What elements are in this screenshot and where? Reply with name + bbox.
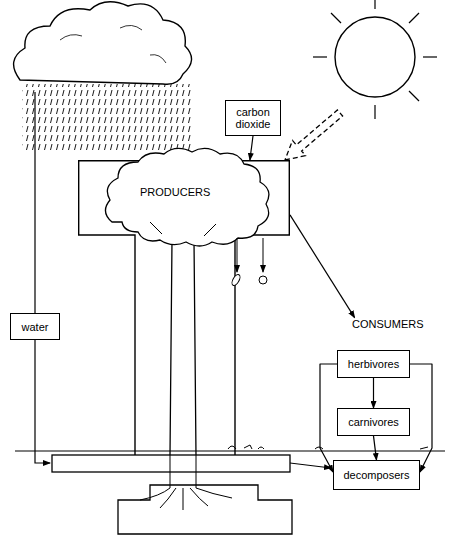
- sun-ray: [374, 0, 375, 9]
- group-heading: CONSUMERS: [352, 316, 438, 332]
- sun: [335, 17, 415, 97]
- sun-ray: [409, 91, 419, 101]
- ground-line: [15, 450, 445, 451]
- node-label: PRODUCERS: [140, 186, 210, 198]
- flow-arrow: [373, 378, 374, 408]
- sun-rays: [313, 0, 437, 119]
- input-box: carbon dioxide: [225, 100, 281, 136]
- node-label: CONSUMERS: [352, 318, 424, 330]
- flow-arrow: [410, 364, 432, 472]
- falling-fruit: [259, 276, 267, 284]
- node-label: decomposers: [343, 469, 409, 481]
- sun-ray: [374, 105, 375, 119]
- litter-arrow: [290, 463, 331, 468]
- flow-arrow: [374, 436, 377, 460]
- root-zone: [118, 485, 292, 534]
- producers-outline-path: [79, 161, 290, 455]
- process-box: decomposers: [333, 460, 420, 490]
- rain-streaks: [22, 84, 194, 152]
- falling-arrow: [263, 238, 264, 272]
- leaf-litter: [228, 445, 428, 449]
- cloud-shading: [60, 25, 166, 63]
- tree-roots: [140, 455, 232, 510]
- sun-ray: [423, 56, 437, 57]
- node-label: herbivores: [348, 358, 399, 370]
- process-box: carnivores: [337, 408, 410, 436]
- input-box: water: [10, 313, 60, 340]
- tree-trunk: [150, 214, 216, 455]
- node-label: water: [22, 321, 49, 333]
- water-line: [35, 92, 50, 463]
- flow-arrow: [290, 215, 355, 318]
- tree-crown: [105, 148, 268, 246]
- sunlight-arrow: [285, 110, 343, 160]
- node-label: carnivores: [348, 416, 399, 428]
- soil-band: [52, 455, 290, 472]
- rain-cloud: [14, 2, 192, 84]
- process-box: herbivores: [337, 350, 410, 378]
- tree-branches: [150, 222, 216, 236]
- sun-ray: [313, 56, 327, 57]
- falling-leaf: [230, 273, 241, 286]
- flow-arrow: [320, 364, 337, 472]
- node-label: carbon dioxide: [228, 106, 278, 130]
- sun-ray: [331, 13, 341, 23]
- sun-ray: [409, 13, 419, 23]
- falling-arrow: [237, 238, 238, 272]
- flow-arrow: [250, 136, 253, 160]
